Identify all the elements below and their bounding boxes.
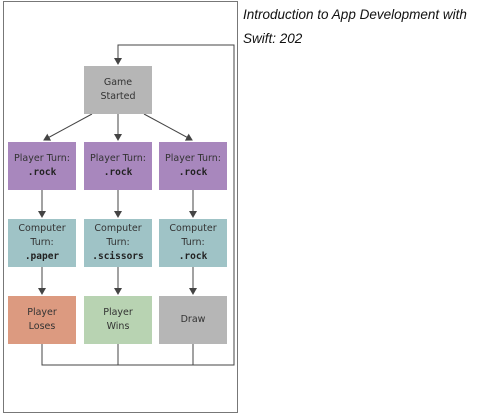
outcome-line-1: Draw (180, 314, 206, 325)
player-turn-move: .rock (103, 167, 133, 178)
game-started-line-1: Game (103, 77, 133, 88)
computer-turn-node-3: Computer Turn: .rock (159, 219, 227, 267)
computer-turn-node-1: Computer Turn: .paper (8, 219, 76, 267)
player-turn-label: Player Turn: (90, 153, 146, 164)
computer-turn-label: Computer Turn: (94, 223, 142, 248)
computer-turn-label: Computer Turn: (169, 223, 217, 248)
computer-turn-label: Computer Turn: (18, 223, 66, 248)
arrow-start-to-player-3 (143, 113, 193, 141)
outcome-line-1: Player (27, 307, 57, 318)
player-turn-node-1: Player Turn: .rock (8, 142, 76, 190)
loop-back-connector (41, 44, 235, 366)
slide-caption: Introduction to App Development with Swi… (243, 3, 483, 51)
player-turn-label: Player Turn: (14, 153, 70, 164)
computer-turn-move: .scissors (92, 251, 144, 262)
player-turn-label: Player Turn: (165, 153, 221, 164)
player-turn-node-2: Player Turn: .rock (84, 142, 152, 190)
caption-line-1: Introduction to App Development with (243, 7, 467, 22)
outcome-line-1: Player (103, 307, 133, 318)
game-started-line-2: Started (100, 91, 136, 102)
outcome-player-loses-node: Player Loses (8, 296, 76, 344)
outcome-line-2: Loses (28, 321, 56, 332)
outcome-draw-node: Draw (159, 296, 227, 344)
player-turn-move: .rock (27, 167, 57, 178)
caption-line-2: Swift: 202 (243, 31, 303, 46)
player-turn-node-3: Player Turn: .rock (159, 142, 227, 190)
player-turn-move: .rock (178, 167, 208, 178)
outcome-player-wins-node: Player Wins (84, 296, 152, 344)
computer-turn-node-2: Computer Turn: .scissors (84, 219, 152, 267)
outcome-line-2: Wins (106, 321, 130, 332)
computer-turn-move: .rock (178, 251, 208, 262)
arrow-start-to-player-1 (43, 113, 93, 141)
computer-turn-move: .paper (24, 251, 60, 262)
game-started-node: Game Started (84, 66, 152, 114)
